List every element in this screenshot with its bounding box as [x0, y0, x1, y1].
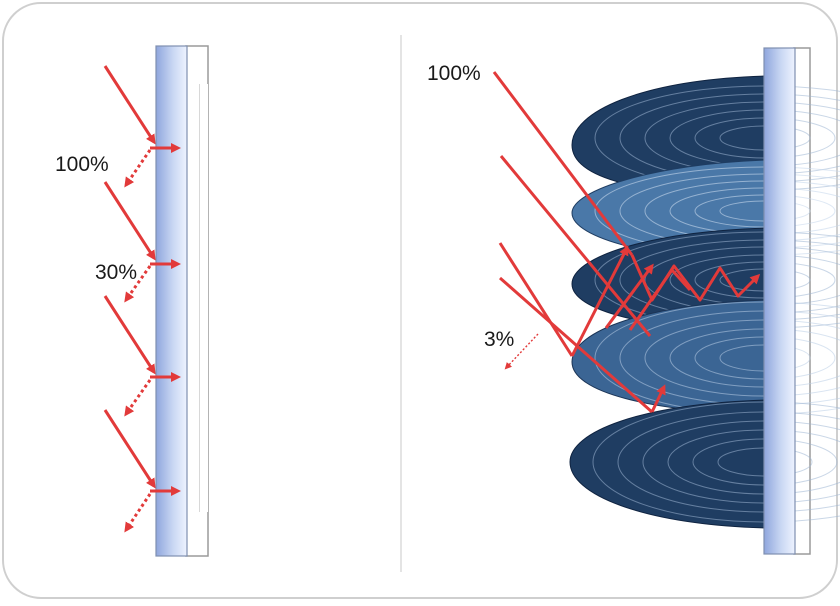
right-label-incident: 100% [427, 62, 481, 85]
right-backing-plate [793, 47, 811, 555]
right-panel [492, 47, 840, 555]
right-rays [492, 71, 761, 414]
left-incident-ray-4 [103, 409, 156, 489]
right-label-reflected: 3% [484, 328, 515, 351]
right-bounce-up-1 [570, 245, 629, 357]
left-label-incident: 100% [55, 153, 109, 176]
left-reflected-ray-3 [124, 379, 152, 417]
left-glass-pane [155, 45, 188, 557]
left-reflected-rays [124, 149, 152, 533]
right-glass-pane [763, 47, 796, 555]
right-incident-ray-2 [499, 155, 652, 337]
left-incident-ray-3 [103, 295, 156, 375]
left-reflected-ray-1 [124, 149, 152, 188]
right-bounce-up-2 [604, 263, 654, 329]
left-incident-rays [103, 65, 156, 489]
lobe-5 [569, 399, 840, 529]
left-backing-recess [200, 84, 208, 512]
left-transmitted-rays [150, 143, 181, 496]
right-incident-ray-3 [498, 242, 574, 357]
right-incident-ray-1 [492, 71, 634, 256]
left-reflected-ray-4 [124, 493, 152, 533]
right-bounce-up-3 [650, 384, 666, 413]
left-panel [103, 45, 209, 557]
left-incident-ray-2 [103, 181, 156, 261]
right-trapped-ray [630, 254, 761, 302]
left-reflected-ray-2 [124, 265, 152, 303]
left-incident-ray-1 [103, 65, 156, 145]
left-label-reflected: 30% [95, 261, 138, 284]
